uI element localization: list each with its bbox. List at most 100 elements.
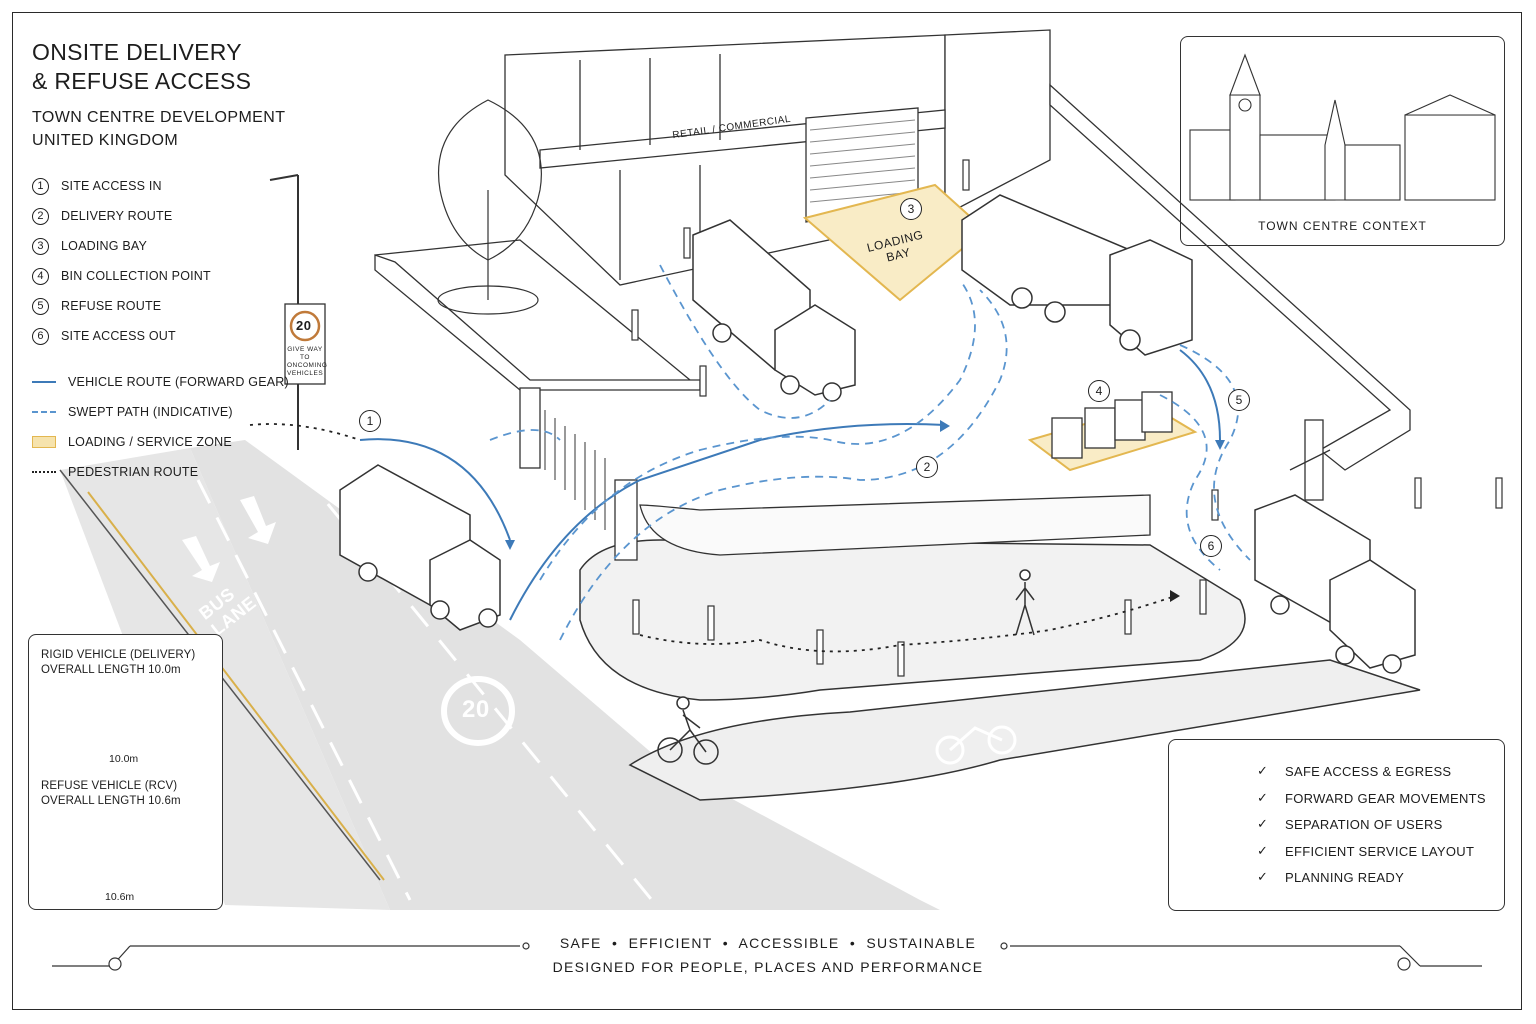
sign-line2: TO ONCOMING (287, 354, 328, 369)
check-icon: ✓ (1257, 763, 1269, 778)
pedestrian-route (249, 423, 1176, 653)
gate-bars (544, 410, 606, 530)
legend-item-delivery-route: 2 DELIVERY ROUTE (32, 204, 272, 228)
legend-num: 4 (32, 267, 49, 285)
legend-key-pedestrian-route: PEDESTRIAN ROUTE (32, 460, 272, 484)
footer-rule (52, 942, 1482, 971)
benefit-label: SEPARATION OF USERS (1285, 816, 1443, 832)
legend-num: 1 (32, 177, 49, 195)
page-frame (12, 12, 1522, 1010)
legend-key-service-zone: LOADING / SERVICE ZONE (32, 430, 272, 454)
title-line2: & REFUSE ACCESS (32, 68, 252, 94)
delivery-truck-entry (339, 464, 501, 631)
legend-label: BIN COLLECTION POINT (61, 269, 211, 283)
town-centre-sketch (1189, 53, 1496, 201)
marker-1: 1 (359, 410, 381, 432)
legend-label: PEDESTRIAN ROUTE (68, 465, 199, 479)
road-speed-marking: 20 (462, 696, 490, 723)
check-icon: ✓ (1257, 869, 1269, 884)
page-title: ONSITE DELIVERY & REFUSE ACCESS (32, 38, 251, 96)
zone-fill-icon (32, 436, 56, 448)
check-icon: ✓ (1257, 816, 1269, 831)
legend-label: VEHICLE ROUTE (FORWARD GEAR) (68, 375, 289, 389)
pedestrian (1015, 569, 1035, 636)
legend-num: 6 (32, 327, 49, 345)
legend-item-site-access-out: 6 SITE ACCESS OUT (32, 324, 272, 348)
vehicle-spec-panel: RIGID VEHICLE (DELIVERY) OVERALL LENGTH … (28, 634, 223, 910)
benefit-item: ✓ SEPARATION OF USERS (1257, 813, 1443, 835)
legend-item-loading-bay: 3 LOADING BAY (32, 234, 272, 258)
benefit-label: EFFICIENT SERVICE LAYOUT (1285, 843, 1475, 859)
legend-label: SITE ACCESS OUT (61, 329, 176, 343)
context-label: TOWN CENTRE CONTEXT (1258, 219, 1427, 233)
benefits-panel: ✓SAFE ACCESS & EGRESS ✓FORWARD GEAR MOVE… (1168, 739, 1505, 911)
benefit-label: PLANNING READY (1285, 869, 1405, 885)
benefit-label: SAFE ACCESS & EGRESS (1285, 763, 1452, 779)
vehicle-route (359, 349, 1221, 621)
rcv-length: OVERALL LENGTH 10.6m (41, 795, 181, 807)
refuse-truck (961, 194, 1193, 356)
ped-arrowhead (1170, 590, 1180, 602)
swept-path (489, 264, 1251, 641)
wheelie-bin (1051, 391, 1173, 459)
sign-line1: GIVE WAY (287, 346, 323, 353)
bus-lane-line (196, 479, 412, 901)
legend-key-swept-path: SWEPT PATH (INDICATIVE) (32, 400, 272, 424)
marker-2: 2 (916, 456, 938, 478)
marker-4: 4 (1088, 380, 1110, 402)
legend-item-site-access-in: 1 SITE ACCESS IN (32, 174, 272, 198)
legend-item-refuse-route: 5 REFUSE ROUTE (32, 294, 272, 318)
legend-label: LOADING / SERVICE ZONE (68, 435, 232, 449)
legend-label: SITE ACCESS IN (61, 179, 162, 193)
footway (579, 539, 1246, 701)
marker-3: 3 (900, 198, 922, 220)
cyclist (657, 696, 719, 765)
sign-line3: VEHICLES (287, 370, 324, 377)
right-boundary-wall (1049, 83, 1411, 471)
legend-label: DELIVERY ROUTE (61, 209, 173, 223)
delivery-truck-exit (1254, 494, 1416, 674)
cycle-track (628, 659, 1421, 801)
legend-num: 5 (32, 297, 49, 315)
footer-tagline: SAFE • EFFICIENT • ACCESSIBLE • SUSTAINA… (559, 935, 977, 951)
rcv-title: REFUSE VEHICLE (RCV) (41, 780, 178, 792)
check-icon: ✓ (1257, 843, 1269, 858)
legend-label: SWEPT PATH (INDICATIVE) (68, 405, 233, 419)
legend-num: 2 (32, 207, 49, 225)
rcv-dimension: 10.6m (105, 891, 135, 903)
tree (437, 99, 542, 315)
bollard (631, 159, 1503, 677)
marker-5: 5 (1228, 389, 1250, 411)
curved-wall (639, 494, 1151, 556)
dashed-line-icon (32, 407, 56, 417)
marker-6: 6 (1200, 535, 1222, 557)
rigid-dimension: 10.0m (109, 753, 139, 765)
legend-num: 3 (32, 237, 49, 255)
page-subtitle: TOWN CENTRE DEVELOPMENT UNITED KINGDOM (32, 106, 285, 152)
yellow-line (87, 491, 385, 881)
rigid-title: RIGID VEHICLE (DELIVERY) (41, 649, 196, 661)
footer-statement: DESIGNED FOR PEOPLE, PLACES AND PERFORMA… (552, 959, 984, 975)
site-gate (519, 387, 638, 561)
title-line1: ONSITE DELIVERY (32, 39, 242, 65)
roller-shutter (809, 119, 916, 203)
benefit-item: ✓FORWARD GEAR MOVEMENTS (1257, 787, 1486, 809)
benefit-item: ✓ SAFE ACCESS & EGRESS (1257, 760, 1451, 782)
exit-gate (1289, 419, 1331, 501)
benefit-label: FORWARD GEAR MOVEMENTS (1285, 790, 1486, 806)
road-arrow (182, 496, 276, 582)
sign-speed-limit: 20 (296, 318, 312, 333)
dotted-line-icon (32, 467, 56, 477)
speed-roundel (441, 676, 515, 746)
legend-item-bin-collection: 4 BIN COLLECTION POINT (32, 264, 272, 288)
speed-sign (284, 303, 326, 385)
rigid-length: OVERALL LENGTH 10.0m (41, 664, 181, 676)
give-way-sign-text: GIVE WAY TO ONCOMING VEHICLES (287, 346, 328, 378)
legend-key-vehicle-route: VEHICLE ROUTE (FORWARD GEAR) (32, 370, 289, 394)
delivery-truck-bay (692, 219, 856, 402)
town-centre-context-panel: TOWN CENTRE CONTEXT (1180, 36, 1505, 246)
legend-label: REFUSE ROUTE (61, 299, 162, 313)
solid-line-icon (32, 377, 56, 387)
subtitle-line2: UNITED KINGDOM (32, 132, 179, 149)
subtitle-line1: TOWN CENTRE DEVELOPMENT (32, 109, 286, 126)
